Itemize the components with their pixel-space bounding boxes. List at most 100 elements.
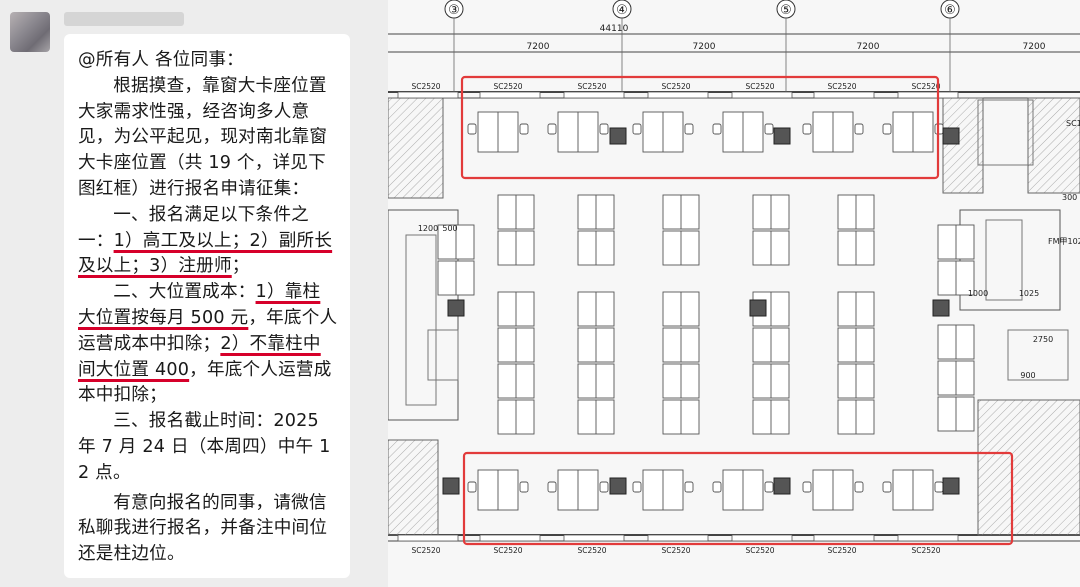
dimension-label: 1000 xyxy=(968,289,988,298)
window-bottom xyxy=(397,534,459,542)
message-greeting: @所有人 各位同事： xyxy=(78,50,244,70)
avatar[interactable] xyxy=(10,12,50,52)
window-top xyxy=(731,91,793,99)
window-label-bottom: SC2520 xyxy=(661,546,690,555)
dimension-label: 500 xyxy=(442,224,457,233)
window-bottom xyxy=(897,534,959,542)
dimension-label: 1025 xyxy=(1019,289,1039,298)
window-label-top: SC2520 xyxy=(911,82,940,91)
dimension-bay: 7200 xyxy=(527,42,550,52)
chair xyxy=(632,481,642,493)
window-top xyxy=(897,91,959,99)
chair xyxy=(882,123,892,135)
chair xyxy=(712,123,722,135)
window-top xyxy=(397,91,459,99)
window-label-partial: SC12 xyxy=(1066,119,1080,128)
cost-pillar-underlined: 1）靠柱大位置按每月 500 元 xyxy=(78,282,321,328)
chair xyxy=(854,481,864,493)
structural-column xyxy=(749,299,767,317)
window-bottom xyxy=(647,534,709,542)
message-intro: 根据摸查，靠窗大卡座位置大家需求性强，经咨询多人意见，为公平起见，现对南北靠窗大… xyxy=(78,75,328,199)
window-bottom xyxy=(813,534,875,542)
chair xyxy=(712,481,722,493)
window-top xyxy=(479,91,541,99)
dimension-total: 44110 xyxy=(600,24,629,34)
dimension-bay: 7200 xyxy=(1023,42,1046,52)
structural-column xyxy=(932,299,950,317)
highlight-box-south xyxy=(462,451,1014,546)
chair xyxy=(519,481,529,493)
chair xyxy=(519,123,529,135)
window-top xyxy=(563,91,625,99)
dimension-bay: 7200 xyxy=(693,42,716,52)
chair xyxy=(467,123,477,135)
window-bottom xyxy=(731,534,793,542)
chair xyxy=(599,481,609,493)
dimension-label: 2750 xyxy=(1033,335,1053,344)
dimension-bay: 7200 xyxy=(857,42,880,52)
window-bottom xyxy=(563,534,625,542)
window-label-bottom: SC2520 xyxy=(745,546,774,555)
window-label-top: SC2520 xyxy=(661,82,690,91)
window-bottom xyxy=(479,534,541,542)
window-label-bottom: SC2520 xyxy=(911,546,940,555)
chair xyxy=(934,481,944,493)
axis-label: ③ xyxy=(448,3,460,18)
window-label-bottom: SC2520 xyxy=(411,546,440,555)
door-label: FM甲1022 xyxy=(1048,237,1080,246)
structural-column xyxy=(609,127,627,145)
chair xyxy=(764,481,774,493)
structural-column xyxy=(942,127,960,145)
window-label-bottom: SC2520 xyxy=(827,546,856,555)
structural-column xyxy=(442,477,460,495)
axis-label: ④ xyxy=(616,3,628,18)
dimension-label: 900 xyxy=(1020,371,1035,380)
message-outro: 有意向报名的同事，请微信私聊我进行报名，并备注中间位还是柱边位。 xyxy=(78,492,328,565)
window-top xyxy=(813,91,875,99)
window-label-bottom: SC2520 xyxy=(577,546,606,555)
chair xyxy=(684,481,694,493)
cost-mid: ，年底个人运营成本中扣除； xyxy=(78,307,338,354)
chair xyxy=(802,481,812,493)
cost-prefix: 二、大位置成本： xyxy=(113,282,256,303)
structural-column xyxy=(773,477,791,495)
chat-panel: @所有人 各位同事： 根据摸查，靠窗大卡座位置大家需求性强，经咨询多人意见，为公… xyxy=(0,0,386,587)
structural-column xyxy=(447,299,465,317)
window-top xyxy=(647,91,709,99)
chair xyxy=(684,123,694,135)
sender-nickname-blurred xyxy=(64,12,184,26)
window-label-top: SC2520 xyxy=(827,82,856,91)
condition-underlined: 1）高工及以上；2）副所长及以上；3）注册师 xyxy=(78,230,333,277)
window-label-top: SC2520 xyxy=(493,82,522,91)
dimension-label: 300 xyxy=(1062,193,1077,202)
condition-prefix: 一、报名满足以下条件之一： xyxy=(78,204,309,251)
chair xyxy=(882,481,892,493)
condition-suffix: ； xyxy=(231,256,250,277)
chair xyxy=(632,123,642,135)
cost-suffix: ，年底个人运营成本中扣除； xyxy=(78,359,332,406)
chair xyxy=(764,123,774,135)
axis-label: ⑥ xyxy=(944,3,956,18)
dimension-label: 1200 xyxy=(418,224,438,233)
window-label-top: SC2520 xyxy=(745,82,774,91)
chair xyxy=(467,481,477,493)
message-condition: 一、报名满足以下条件之一：1）高工及以上；2）副所长及以上；3）注册师； xyxy=(78,203,338,280)
chair xyxy=(547,123,557,135)
highlight-box-north xyxy=(460,75,940,180)
cost-middle-underlined: 2）不靠柱中间大位置 400 xyxy=(78,333,321,380)
message-bubble[interactable]: @所有人 各位同事： 根据摸查，靠窗大卡座位置大家需求性强，经咨询多人意见，为公… xyxy=(64,34,350,578)
chair xyxy=(599,123,609,135)
chair xyxy=(802,123,812,135)
message-deadline: 三、报名截止时间：2025 年 7 月 24 日（本周四）中午 12 点。 xyxy=(78,411,331,483)
window-label-top: SC2520 xyxy=(411,82,440,91)
structural-column xyxy=(942,477,960,495)
message-cost: 二、大位置成本：1）靠柱大位置按每月 500 元，年底个人运营成本中扣除；2）不… xyxy=(78,280,338,409)
window-label-bottom: SC2520 xyxy=(493,546,522,555)
axis-label: ⑤ xyxy=(780,3,792,18)
structural-column xyxy=(609,477,627,495)
chair xyxy=(547,481,557,493)
chair xyxy=(854,123,864,135)
